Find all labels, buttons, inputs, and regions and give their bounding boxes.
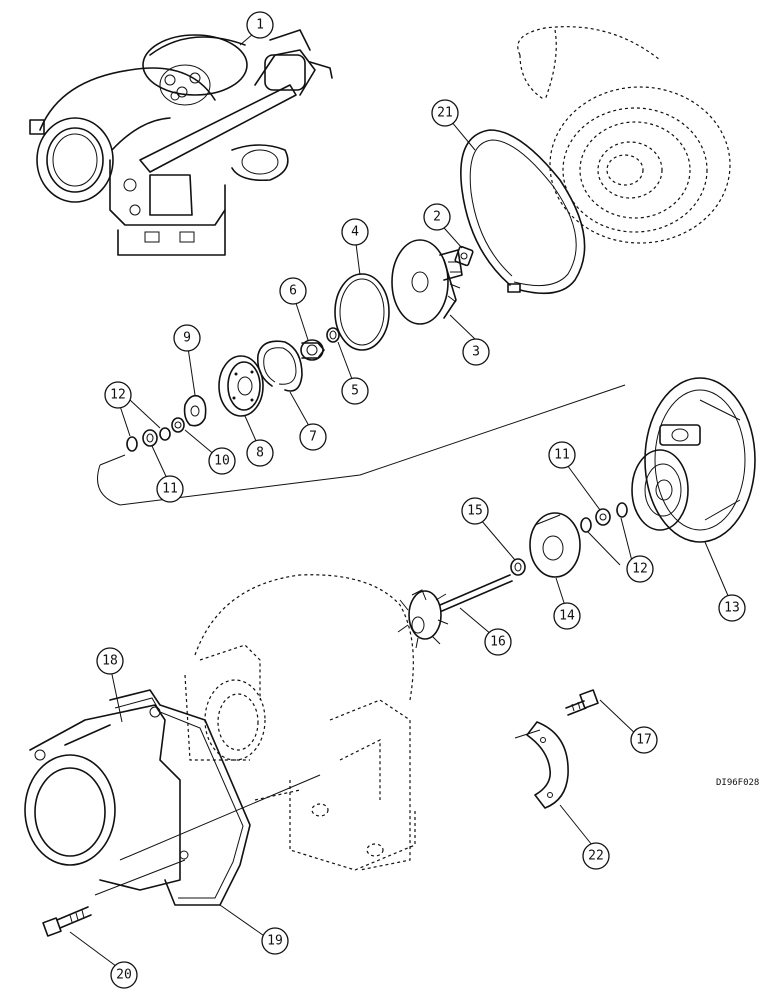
callout-9: 9	[173, 324, 201, 352]
callout-5: 5	[341, 377, 369, 405]
retaining-ring-part-21	[460, 129, 586, 295]
svg-text:17: 17	[636, 733, 652, 748]
svg-text:5: 5	[351, 384, 359, 399]
svg-text:16: 16	[490, 635, 506, 650]
bearing-plate-part-8	[218, 355, 264, 417]
svg-text:11: 11	[554, 448, 570, 463]
snap-ring-part-7	[256, 340, 303, 392]
svg-text:22: 22	[588, 849, 604, 864]
connector-lines-18-19	[94, 774, 321, 896]
svg-text:8: 8	[256, 446, 264, 461]
callout-4: 4	[341, 218, 369, 246]
callout-15: 15	[461, 497, 489, 525]
svg-text:14: 14	[559, 609, 575, 624]
thrust-bearing-part-9	[183, 394, 207, 427]
compressor-wheel-part-3	[391, 239, 463, 325]
bearing-part-11-right	[595, 508, 611, 526]
callout-17: 17	[630, 726, 658, 754]
thrust-collar-part-6	[300, 339, 325, 361]
callout-10: 10	[208, 447, 236, 475]
callout-14: 14	[553, 602, 581, 630]
small-ring-part-10	[171, 417, 185, 433]
svg-text:6: 6	[289, 284, 297, 299]
turbine-housing-outline	[184, 574, 416, 871]
callout-18: 18	[96, 647, 124, 675]
svg-text:10: 10	[214, 454, 230, 469]
svg-text:1: 1	[256, 18, 264, 33]
center-housing-part-13	[631, 377, 756, 543]
svg-text:12: 12	[632, 562, 648, 577]
callout-13: 13	[718, 594, 746, 622]
svg-text:7: 7	[309, 430, 317, 445]
svg-text:11: 11	[162, 482, 178, 497]
ring-part-12-right	[580, 502, 628, 533]
ring-part-12-left	[126, 427, 171, 452]
svg-text:3: 3	[472, 345, 480, 360]
callout-20: 20	[110, 961, 138, 989]
turbine-outlet-adapter-part-18	[24, 704, 181, 891]
callout-12-right: 12	[626, 555, 654, 583]
callout-19: 19	[261, 927, 289, 955]
seal-plate-part-14	[529, 512, 581, 578]
callout-6: 6	[279, 277, 307, 305]
ring-part-5	[326, 327, 340, 343]
svg-text:4: 4	[351, 225, 359, 240]
callout-3: 3	[462, 338, 490, 366]
callout-21: 21	[431, 99, 459, 127]
sub-assembly-outline	[97, 384, 626, 506]
turbocharger-assembly-drawing	[29, 29, 333, 256]
callout-8: 8	[246, 439, 274, 467]
callout-12-left: 12	[104, 381, 132, 409]
bolt-part-20	[42, 906, 92, 937]
callout-2: 2	[423, 203, 451, 231]
seal-ring-part-15	[510, 558, 526, 576]
svg-text:2: 2	[433, 210, 441, 225]
svg-text:13: 13	[724, 601, 740, 616]
svg-text:18: 18	[102, 654, 118, 669]
callout-11-right: 11	[548, 441, 576, 469]
nut-part-2	[454, 245, 474, 267]
svg-text:12: 12	[110, 388, 126, 403]
callout-22: 22	[582, 842, 610, 870]
figure-code: DI96F028	[716, 778, 759, 788]
callout-16: 16	[484, 628, 512, 656]
svg-text:15: 15	[467, 504, 483, 519]
turbine-shaft-part-16	[397, 574, 513, 649]
svg-text:21: 21	[437, 106, 453, 121]
clamp-segment-part-22	[514, 721, 569, 809]
bolt-part-17	[565, 689, 599, 716]
callout-11-left: 11	[156, 475, 184, 503]
compressor-housing-outline	[517, 26, 731, 244]
svg-text:9: 9	[183, 331, 191, 346]
callout-1: 1	[246, 11, 274, 39]
svg-text:19: 19	[267, 934, 283, 949]
gasket-part-19	[109, 689, 251, 906]
bearing-part-11-left	[142, 429, 158, 447]
svg-text:20: 20	[116, 968, 132, 983]
o-ring-part-4	[334, 273, 390, 351]
callout-7: 7	[299, 423, 327, 451]
